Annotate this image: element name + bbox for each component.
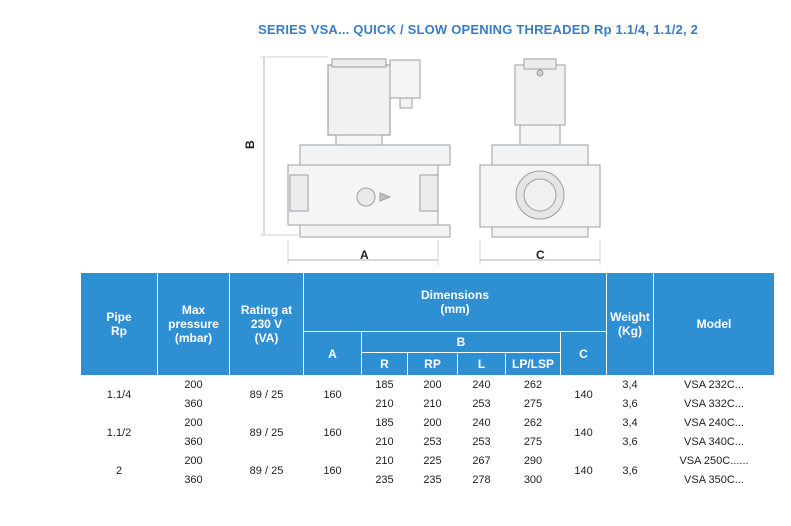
- cell-model: VSA 240C...: [684, 417, 744, 429]
- header-dim-a: A: [303, 331, 362, 376]
- cell-dim-rp: 235: [423, 474, 442, 486]
- cell-pressure: 360: [184, 436, 203, 448]
- spec-table: Pipe Rp Max pressure (mbar) Rating at 23…: [80, 272, 776, 491]
- table-row: 360 210 253 253 275 3,6 VSA 340C...: [81, 433, 775, 452]
- cell-dim-l: 253: [472, 398, 491, 410]
- cell-dim-rp: 210: [423, 398, 442, 410]
- cell-dim-lp: 262: [523, 379, 543, 391]
- header-dim-rp: RP: [407, 352, 458, 376]
- table-row: 2 200 89 / 25 160 210 225 267 290 140 3,…: [81, 452, 775, 477]
- cell-model: VSA 340C...: [684, 436, 744, 448]
- header-dimensions: Dimensions (mm): [302, 272, 608, 332]
- cell-dim-rp: 253: [423, 436, 442, 448]
- cell-pipe: 2: [115, 464, 123, 477]
- cell-pressure: 200: [184, 455, 203, 467]
- cell-dim-l: 253: [472, 436, 491, 448]
- header-dim-lp-lsp: LP/LSP: [505, 352, 561, 376]
- cell-rating: 89 / 25: [249, 426, 284, 439]
- header-dim-b: B: [361, 331, 561, 353]
- cell-dim-l: 240: [472, 379, 491, 391]
- cell-dim-r: 210: [375, 436, 394, 448]
- cell-dim-r: 185: [375, 417, 394, 429]
- cell-model: VSA 232C...: [684, 379, 744, 391]
- cell-weight: 3,4: [622, 417, 638, 429]
- dimension-label-b: B: [243, 140, 257, 149]
- cell-dim-r: 185: [375, 379, 394, 391]
- cell-rating: 89 / 25: [249, 464, 284, 477]
- cell-dim-lp: 275: [523, 436, 543, 448]
- table-row: 360 210 210 253 275 3,6 VSA 332C...: [81, 395, 775, 414]
- cell-pipe: 1.1/2: [106, 426, 132, 439]
- cell-pressure: 360: [184, 474, 203, 486]
- cell-dim-lp: 290: [523, 455, 543, 467]
- header-pipe: Pipe Rp: [80, 272, 158, 376]
- cell-dim-lp: 275: [523, 398, 543, 410]
- cell-dim-l: 240: [472, 417, 491, 429]
- page-title: SERIES VSA... QUICK / SLOW OPENING THREA…: [258, 22, 699, 37]
- cell-pressure: 360: [184, 398, 203, 410]
- table-row: 360 235 235 278 300 VSA 350C...: [81, 471, 775, 490]
- header-model: Model: [653, 272, 776, 376]
- cell-dim-a: 160: [323, 388, 342, 401]
- header-weight: Weight (Kg): [606, 272, 655, 376]
- header-rating: Rating at 230 V (VA): [229, 272, 304, 376]
- cell-model: VSA 350C...: [684, 474, 744, 486]
- cell-dim-c: 140: [574, 464, 593, 477]
- cell-dim-rp: 225: [423, 455, 442, 467]
- cell-dim-rp: 200: [423, 417, 442, 429]
- cell-weight: 3,6: [622, 436, 638, 448]
- cell-pipe: 1.1/4: [106, 388, 132, 401]
- cell-dim-l: 267: [472, 455, 491, 467]
- header-dim-l: L: [457, 352, 506, 376]
- cell-weight: 3,6: [622, 398, 638, 410]
- cell-model: VSA 332C...: [684, 398, 744, 410]
- spec-table-header: Pipe Rp Max pressure (mbar) Rating at 23…: [80, 272, 776, 376]
- cell-weight: 3,4: [622, 379, 638, 391]
- cell-dim-rp: 200: [423, 379, 442, 391]
- valve-technical-drawing: B A C: [243, 56, 601, 265]
- cell-dim-r: 235: [375, 474, 394, 486]
- table-row: 1.1/4 200 89 / 25 160 185 200 240 262 14…: [81, 376, 775, 401]
- cell-pressure: 200: [184, 417, 203, 429]
- cell-pressure: 200: [184, 379, 203, 391]
- header-max-pressure: Max pressure (mbar): [157, 272, 230, 376]
- spec-table-body: 1.1/4 200 89 / 25 160 185 200 240 262 14…: [81, 376, 775, 491]
- dimension-label-c: C: [536, 248, 545, 262]
- cell-rating: 89 / 25: [249, 388, 284, 401]
- cell-dim-a: 160: [323, 426, 342, 439]
- cell-dim-c: 140: [574, 426, 593, 439]
- cell-dim-r: 210: [375, 398, 394, 410]
- header-dim-r: R: [361, 352, 408, 376]
- table-row: 1.1/2 200 89 / 25 160 185 200 240 262 14…: [81, 414, 775, 439]
- cell-dim-c: 140: [574, 388, 593, 401]
- header-dim-c: C: [559, 331, 608, 376]
- cell-dim-r: 210: [375, 455, 394, 467]
- cell-dim-lp: 300: [523, 474, 543, 486]
- cell-dim-a: 160: [323, 464, 342, 477]
- dimension-label-a: A: [360, 248, 369, 262]
- cell-weight: 3,6: [622, 464, 638, 477]
- cell-dim-lp: 262: [523, 417, 543, 429]
- cell-model: VSA 250C......: [679, 455, 749, 467]
- cell-dim-l: 278: [472, 474, 491, 486]
